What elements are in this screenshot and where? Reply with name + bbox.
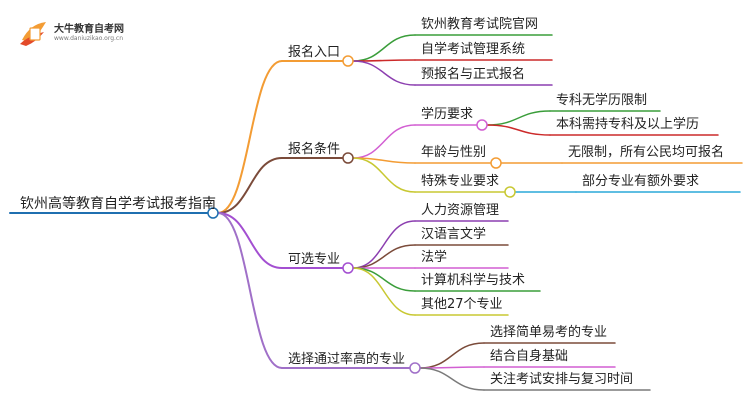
child-connector: [352, 267, 416, 316]
logo-icon: [20, 22, 46, 46]
branch-topic-1: 报名入口: [288, 45, 341, 60]
subtopic: 人力资源管理: [421, 203, 500, 218]
subtopic: 法学: [421, 250, 448, 265]
branch-connector: [217, 212, 283, 369]
child-connector: [419, 342, 485, 369]
grandchild-connector: [486, 124, 551, 136]
branch-connector: [217, 157, 283, 214]
subtopic: 关注考试安排与复习时间: [490, 372, 634, 387]
subtopic: 钦州教育考试院官网: [421, 17, 539, 32]
subtopic: 计算机科学与技术: [421, 273, 526, 288]
subtopic: 预报名与正式报名: [421, 67, 526, 82]
detail-topic: 部分专业有额外要求: [582, 174, 700, 189]
child-connector: [352, 60, 416, 86]
subtopic: 选择简单易考的专业: [490, 325, 608, 340]
logo: 大牛教育自考网 www.daniuzikao.org.cn: [18, 18, 168, 48]
logo-name: 大牛教育自考网: [54, 24, 124, 35]
grandchild-connector: [486, 110, 551, 126]
subtopic-node[interactable]: [476, 119, 488, 131]
subtopic: 学历要求: [421, 107, 474, 122]
detail-topic: 本科需持专科及以上学历: [556, 117, 700, 132]
logo-url: www.daniuzikao.org.cn: [54, 35, 124, 42]
child-connector: [352, 267, 416, 292]
subtopic: 年龄与性别: [421, 145, 487, 160]
child-connector: [352, 34, 416, 62]
subtopic-node[interactable]: [490, 157, 502, 169]
subtopic: 其他27个专业: [421, 297, 503, 312]
branch-topic-3: 可选专业: [288, 252, 341, 267]
branch-topic-2: 报名条件: [288, 142, 341, 157]
branch-topic-4: 选择通过率高的专业: [288, 352, 406, 367]
child-connector: [352, 244, 416, 269]
subtopic: 汉语言文学: [421, 227, 487, 242]
subtopic: 特殊专业要求: [421, 174, 500, 189]
branch-node[interactable]: [342, 152, 354, 164]
detail-topic: 无限制，所有公民均可报名: [568, 145, 725, 160]
branch-connector: [217, 212, 283, 269]
subtopic-node[interactable]: [504, 186, 516, 198]
subtopic: 自学考试管理系统: [421, 42, 526, 57]
branch-node[interactable]: [409, 362, 421, 374]
subtopic: 结合自身基础: [490, 349, 569, 364]
child-connector: [352, 220, 416, 269]
child-connector: [419, 367, 485, 391]
branch-node[interactable]: [342, 55, 354, 67]
branch-connector: [217, 60, 283, 214]
branch-node[interactable]: [342, 262, 354, 274]
root-topic: 钦州高等教育自学考试报考指南: [20, 196, 216, 212]
root-node[interactable]: [207, 207, 219, 219]
detail-topic: 专科无学历限制: [556, 93, 648, 108]
child-connector: [352, 124, 416, 159]
child-connector: [352, 157, 416, 193]
